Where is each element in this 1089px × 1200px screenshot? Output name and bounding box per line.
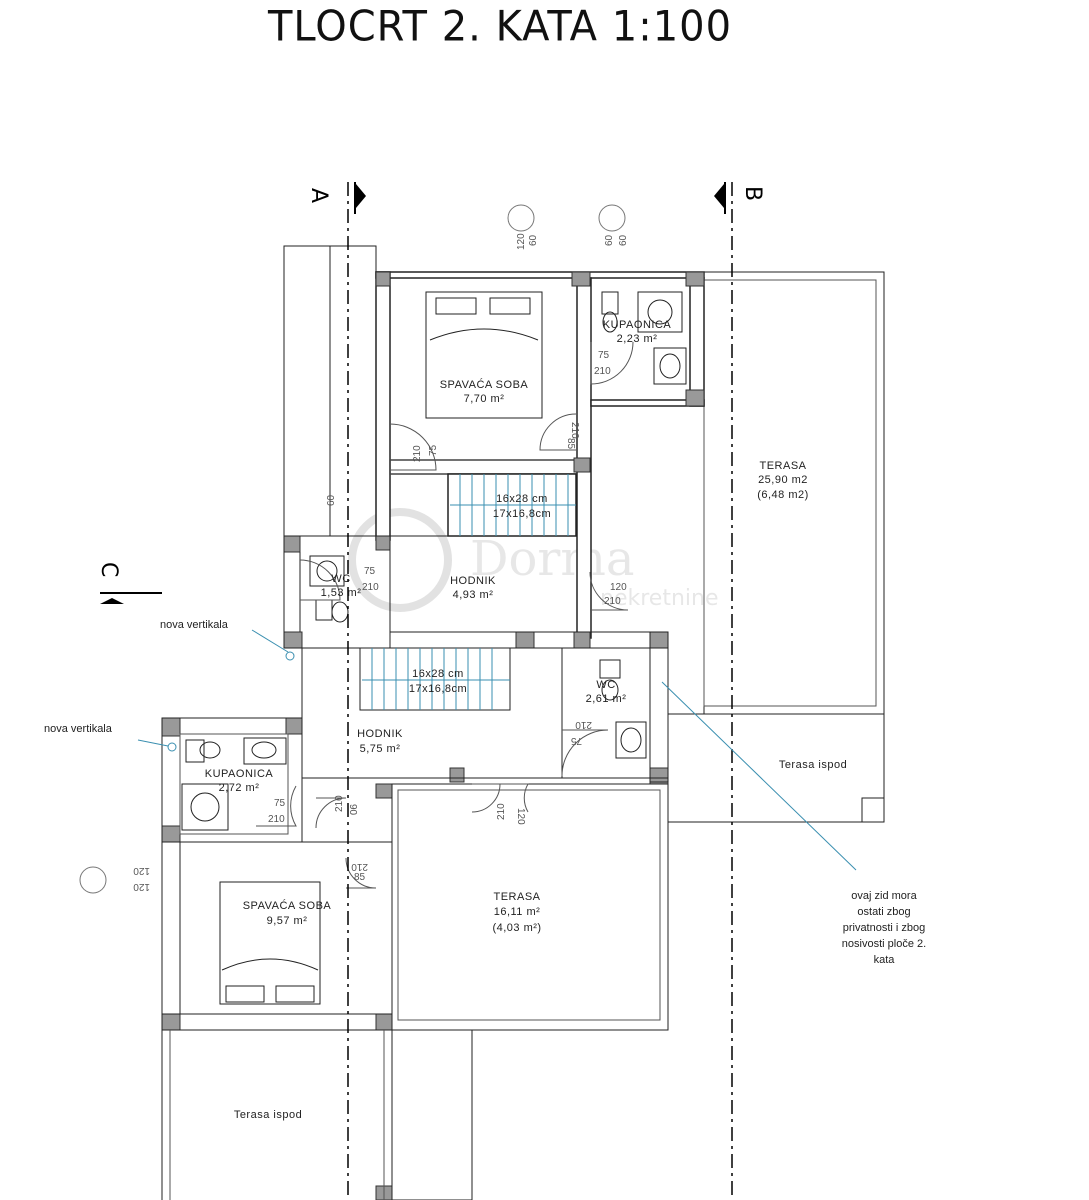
wall-note-line-1: ovaj zid mora xyxy=(851,890,917,902)
dim-terrace-door-h: 210 xyxy=(496,803,507,820)
external-stairs-top xyxy=(283,245,377,537)
watermark-brand: Dorma xyxy=(470,531,634,587)
bathroom1-name: KUPAONICA xyxy=(603,319,672,331)
axis-a-label: A xyxy=(306,188,331,203)
dim-wc1-door-h: 210 xyxy=(362,582,379,593)
dim-bath2-door-h: 210 xyxy=(268,814,285,825)
wall-note-line-3: privatnosti i zbog xyxy=(843,922,926,934)
wall-note-line-4: nosivosti ploče 2. xyxy=(842,938,926,950)
terrace-east-name: TERASA xyxy=(759,460,806,472)
dim-window2-a: 60 xyxy=(604,234,615,246)
hall2-name: HODNIK xyxy=(357,728,403,740)
dim-wc2-door-h: 210 xyxy=(575,719,592,730)
terrace-below-east-name: Terasa ispod xyxy=(779,759,847,771)
note-vertical-2: nova vertikala xyxy=(44,723,113,735)
bed-upper xyxy=(425,291,543,419)
wc2-area: 2,61 m² xyxy=(586,693,627,705)
bedroom1-name: SPAVAĆA SOBA xyxy=(440,378,529,391)
bed-lower xyxy=(219,881,321,1005)
hall2-area: 5,75 m² xyxy=(360,743,401,755)
dim-window2-b: 60 xyxy=(618,234,629,246)
dim-bed1-door-h: 210 xyxy=(412,445,423,462)
dim-window1-b: 60 xyxy=(528,234,539,246)
watermark-sub: nekretnine xyxy=(600,586,718,611)
stairs-lower-size2: 17x16,8cm xyxy=(409,683,467,695)
bedroom2-area: 9,57 m² xyxy=(267,915,308,927)
dim-bed2-door-h: 210 xyxy=(351,861,368,872)
bathroom2-name: KUPAONICA xyxy=(205,768,274,780)
wc2-name: WC xyxy=(596,679,615,691)
section-markers xyxy=(100,182,726,604)
terrace-east-area: 25,90 m2 xyxy=(758,474,808,486)
window-markers xyxy=(79,204,626,894)
wc1-name: WC xyxy=(331,573,350,585)
middle-walls xyxy=(161,535,669,1200)
dim-bath2-door-w: 75 xyxy=(274,798,286,809)
dim-terrace-door-w: 120 xyxy=(515,808,526,825)
drawing-title: TLOCRT 2. KATA 1:100 xyxy=(267,2,733,52)
terrace-east-area-reduced: (6,48 m2) xyxy=(757,489,809,501)
stairs-lower-size1: 16x28 cm xyxy=(412,668,464,680)
bathroom2-area: 2,72 m² xyxy=(219,782,260,794)
dim-wc2-door-w: 75 xyxy=(570,735,582,746)
terrace-south-area: 16,11 m² xyxy=(494,906,541,918)
section-lines xyxy=(347,182,733,1200)
watermark: Dorma nekretnine xyxy=(348,508,718,612)
dim-bath1-door-w: 75 xyxy=(598,350,610,361)
note-vertical-1: nova vertikala xyxy=(160,619,229,631)
dim-hall2-door-w: 90 xyxy=(347,804,358,816)
dim-window1-a: 120 xyxy=(516,233,527,250)
bedroom1-area: 7,70 m² xyxy=(464,393,505,405)
terrace-below-south-name: Terasa ispod xyxy=(234,1109,302,1121)
external-stairs-bottom xyxy=(391,1029,473,1200)
wc1-area: 1,53 m² xyxy=(321,587,362,599)
hall1-area: 4,93 m² xyxy=(453,589,494,601)
dim-bed2-window-a: 120 xyxy=(133,865,150,876)
dim-bed1-inner-h: 210 xyxy=(569,422,580,439)
terrace-south-name: TERASA xyxy=(493,891,540,903)
stairs-upper-size2: 17x16,8cm xyxy=(493,508,551,520)
axis-b-label: B xyxy=(740,186,765,201)
leader-lines xyxy=(137,629,857,871)
axis-c-label: C xyxy=(96,562,121,577)
wall-note-line-5: kata xyxy=(874,954,896,966)
stair-treads xyxy=(362,474,576,710)
wall-columns xyxy=(161,271,705,1200)
dim-bed1-door-w: 75 xyxy=(428,444,439,456)
dim-bath1-door-h: 210 xyxy=(594,366,611,377)
dim-hall1-door-h: 210 xyxy=(604,596,621,607)
stairs-upper-size1: 16x28 cm xyxy=(496,493,548,505)
dim-hall2-door-h: 210 xyxy=(334,795,345,812)
bathroom1-area: 2,23 m² xyxy=(617,333,658,345)
dim-bed1-inner-w: 85 xyxy=(565,438,576,450)
sanitary-fixtures xyxy=(181,291,687,831)
dim-wc1-window: 60 xyxy=(326,494,337,506)
hall1-name: HODNIK xyxy=(450,575,496,587)
wall-note-line-2: ostati zbog xyxy=(857,906,910,918)
door-swings xyxy=(256,341,634,889)
bedroom2-name: SPAVAĆA SOBA xyxy=(243,899,332,912)
dim-bed2-window-b: 120 xyxy=(133,881,150,892)
dim-wc1-door-w: 75 xyxy=(364,566,376,577)
dim-bed2-door-w: 85 xyxy=(354,872,366,883)
dim-hall1-door-w: 120 xyxy=(610,582,627,593)
terrace-below-east-outline xyxy=(667,713,885,1030)
terrace-south-area-reduced: (4,03 m²) xyxy=(492,922,541,934)
